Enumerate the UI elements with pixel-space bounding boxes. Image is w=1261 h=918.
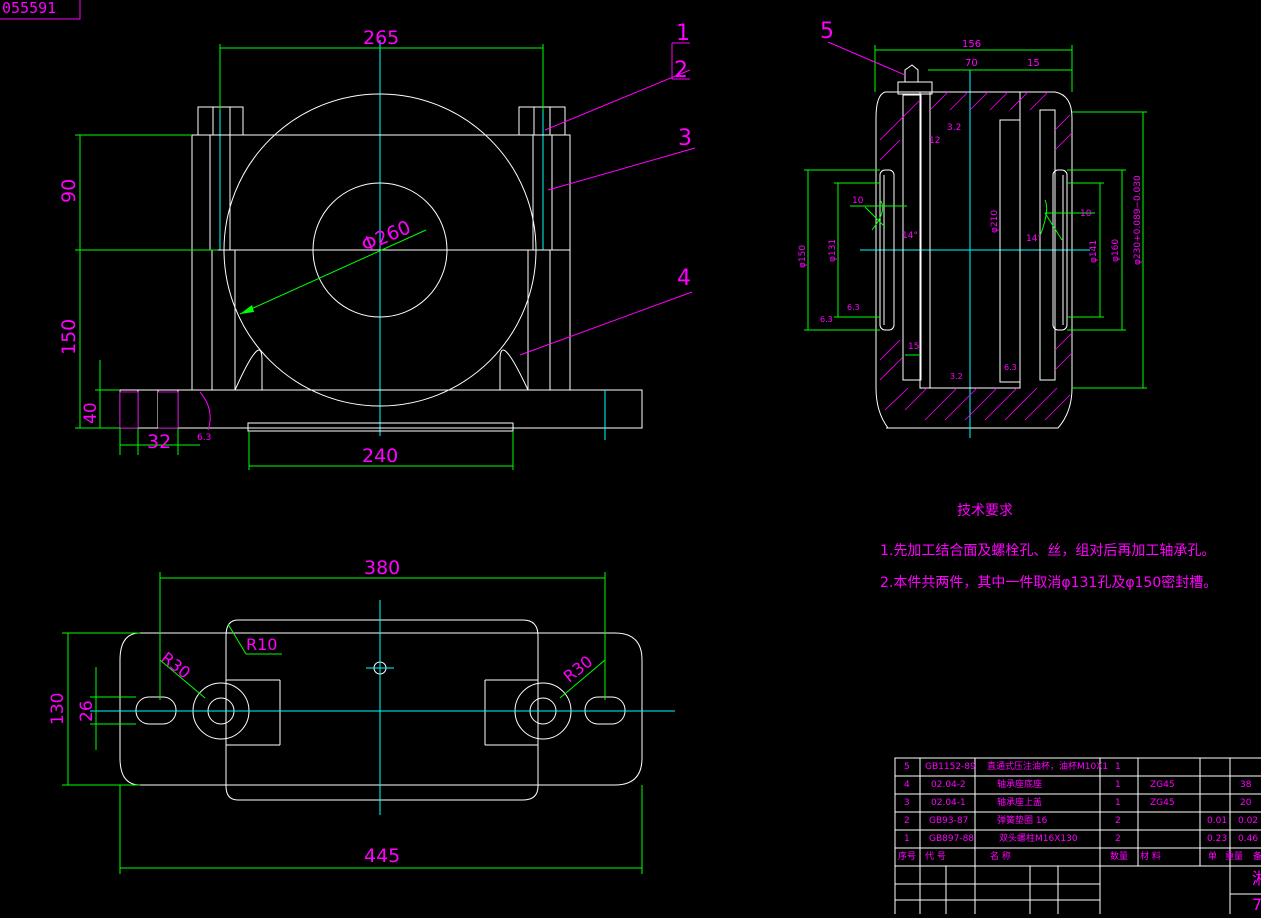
part-label-4: 4 — [677, 266, 691, 291]
dim-445: 445 — [364, 845, 400, 867]
bom-header: 序号 代 号 名 称 数量 材 料 单 重量 备 — [895, 848, 1261, 866]
dim-r10: R10 — [246, 635, 277, 654]
dim-d150: φ150 — [798, 245, 808, 268]
dim-70: 70 — [965, 58, 978, 69]
bom-no: 3 — [904, 798, 910, 808]
bom-mat: ZG45 — [1150, 798, 1175, 808]
part-label-3: 3 — [678, 126, 692, 151]
bom-no: 1 — [904, 834, 910, 844]
bom-qty: 2 — [1115, 834, 1121, 844]
roughness-63-b: 6.3 — [847, 303, 860, 312]
roughness-63-a: 6.3 — [820, 315, 833, 324]
bom-name: 弹簧垫圈 16 — [997, 816, 1048, 826]
bom-header-mat: 材 料 — [1140, 852, 1161, 862]
dim-d160: φ160 — [1111, 239, 1121, 262]
dim-d131: φ131 — [828, 239, 838, 262]
bom-header-qty: 数量 — [1110, 852, 1129, 862]
angle-14-right: 14° — [1026, 234, 1042, 244]
bom-row: 5 GB1152-89 直通式压注油杯，油杯M10X1 1 — [895, 758, 1261, 776]
bom-qty: 1 — [1115, 780, 1121, 790]
roughness-63-c: 6.3 — [1004, 363, 1017, 372]
part-label-5: 5 — [820, 19, 834, 44]
bom-rows: 5 GB1152-89 直通式压注油杯，油杯M10X1 1 4 02.04-2 … — [895, 758, 1261, 866]
dim-r30-right: R30 — [560, 652, 597, 686]
dim-12: 12 — [929, 136, 940, 146]
dim-32: 32 — [147, 431, 171, 453]
bom-w1: 0.23 — [1207, 834, 1228, 844]
bom-w2: 0.46 — [1238, 834, 1259, 844]
roughness-32-b: 3.2 — [950, 372, 963, 381]
bom-row: 4 02.04-2 轴承座底座 1 ZG45 38 — [895, 776, 1261, 794]
notes-title: 技术要求 — [957, 503, 1013, 519]
dim-dia260: Φ260 — [358, 216, 414, 256]
bom-header-no: 序号 — [898, 852, 917, 862]
bom-code: 02.04-2 — [931, 780, 966, 790]
dim-d210: φ210 — [990, 210, 1000, 233]
drawing-number-box: 055591 — [0, 0, 81, 20]
bom-no: 5 — [904, 762, 910, 772]
bom-row: 3 02.04-1 轴承座上盖 1 ZG45 20 — [895, 794, 1261, 812]
title-block-char-2: 7 — [1252, 895, 1261, 914]
dim-10-right: 10 — [1080, 209, 1092, 219]
front-view: 265 90 150 40 32 240 Φ260 6.3 1 2 3 4 — [58, 21, 696, 470]
bom-header-name: 名 称 — [990, 852, 1011, 862]
dim-90: 90 — [58, 179, 80, 203]
bom-code: GB93-87 — [929, 816, 969, 826]
side-view: 156 70 15 3.2 12 10 10 14° 14° φ150 φ131… — [798, 19, 1147, 438]
dim-15-bottom: 15 — [908, 342, 919, 352]
dim-d230: φ230+0.089−0.030 — [1133, 175, 1143, 265]
bom-w2: 0.02 — [1238, 816, 1259, 826]
bom-code: GB1152-89 — [925, 762, 976, 772]
dim-380: 380 — [364, 557, 400, 579]
dim-150: 150 — [58, 319, 80, 355]
bom-qty: 2 — [1115, 816, 1121, 826]
part-label-2: 2 — [674, 58, 688, 83]
bom-qty: 1 — [1115, 798, 1121, 808]
bom-no: 2 — [904, 816, 910, 826]
parts-list — [894, 757, 1261, 914]
plan-view: 380 445 130 26 R10 R30 R30 — [48, 557, 675, 874]
dim-26: 26 — [77, 700, 97, 722]
bom-w2: 20 — [1240, 798, 1252, 808]
bom-mat: ZG45 — [1150, 780, 1175, 790]
bom-w1: 0.01 — [1207, 816, 1228, 826]
title-block-corner: 湘 7 — [1252, 866, 1261, 918]
roughness-32: 3.2 — [947, 123, 961, 133]
bom-name: 双头螺柱M16X130 — [999, 834, 1078, 844]
bom-name: 轴承座底座 — [997, 780, 1043, 790]
bom-qty: 1 — [1115, 762, 1121, 772]
bom-header-w2: 重量 — [1225, 852, 1244, 862]
bom-row: 2 GB93-87 弹簧垫圈 16 2 0.01 0.02 — [895, 812, 1261, 830]
dim-r30-left: R30 — [158, 648, 195, 682]
dim-10-left: 10 — [852, 196, 864, 206]
part-label-1: 1 — [676, 21, 690, 46]
section-hatching — [879, 91, 1073, 421]
notes-line-1: 1.先加工结合面及螺栓孔、丝，组对后再加工轴承孔。 — [880, 543, 1216, 559]
bom-header-w1: 单 — [1208, 852, 1218, 862]
bom-name: 直通式压注油杯，油杯M10X1 — [987, 762, 1109, 772]
bom-code: 02.04-1 — [931, 798, 966, 808]
dim-265: 265 — [363, 27, 399, 49]
bom-no: 4 — [904, 780, 910, 790]
technical-requirements: 技术要求 1.先加工结合面及螺栓孔、丝，组对后再加工轴承孔。 2.本件共两件，其… — [870, 500, 1260, 592]
roughness-63: 6.3 — [197, 433, 211, 443]
dim-156: 156 — [962, 39, 981, 50]
dim-d141: φ141 — [1089, 240, 1099, 263]
bom-code: GB897-88 — [929, 834, 975, 844]
title-block-char-1: 湘 — [1252, 869, 1261, 888]
dim-240: 240 — [362, 445, 398, 467]
bom-name: 轴承座上盖 — [997, 798, 1043, 808]
bom-row: 1 GB897-88 双头螺柱M16X130 2 0.23 0.46 — [895, 830, 1261, 848]
bom-w2: 38 — [1240, 780, 1252, 790]
bom-header-end: 备 — [1253, 852, 1261, 862]
dim-15: 15 — [1027, 58, 1040, 69]
bom-header-code: 代 号 — [925, 852, 946, 862]
dim-40: 40 — [81, 402, 101, 424]
drawing-number: 055591 — [2, 0, 56, 17]
dim-130: 130 — [48, 693, 68, 725]
angle-14-left: 14° — [902, 231, 918, 241]
notes-line-2: 2.本件共两件，其中一件取消φ131孔及φ150密封槽。 — [880, 575, 1218, 591]
